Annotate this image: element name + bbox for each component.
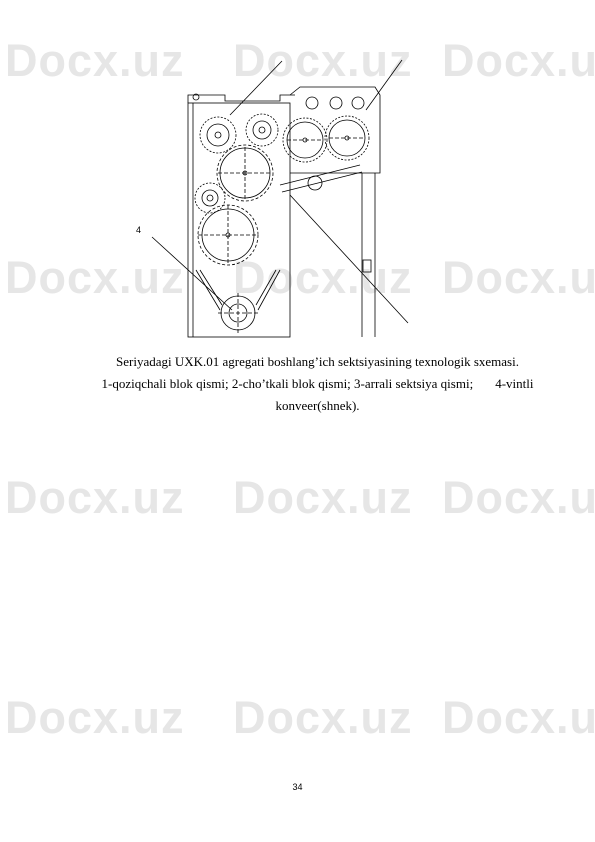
brush-drum (216, 144, 274, 202)
watermark-text: Docx.uz (5, 472, 185, 523)
saw-drum (282, 117, 328, 163)
small-roller (329, 96, 343, 110)
callout-leader (229, 60, 283, 116)
brush-drum (197, 204, 259, 266)
spiked-drum (199, 116, 237, 154)
callout-label: 4 (136, 225, 141, 235)
small-roller (307, 175, 323, 191)
watermark-text: Docx.uz (442, 252, 595, 303)
chute-line (279, 164, 361, 186)
spiked-drum (194, 182, 226, 214)
saw-drum (324, 115, 370, 161)
schematic-drawing: 4 (136, 59, 409, 338)
chute-line (281, 171, 363, 193)
screw-conveyor (218, 293, 258, 333)
watermark-text: Docx.uz (233, 692, 413, 743)
small-roller (192, 93, 200, 101)
callout-leader (365, 59, 403, 111)
watermark-text: Docx.uz (442, 472, 595, 523)
watermark-text: Docx.uz (442, 692, 595, 743)
figure-caption-legend: 1-qoziqchali blok qismi; 2-cho’tkali blo… (60, 373, 575, 417)
side-bracket (362, 259, 372, 273)
callout-leader (151, 236, 233, 311)
hopper-walls (199, 269, 277, 306)
technical-schematic-figure: 4 (130, 55, 420, 340)
legend-items: 1-qoziqchali blok qismi; 2-cho’tkali blo… (101, 376, 474, 391)
figure-caption-title: Seriyadagi UXK.01 agregati boshlang’ich … (116, 354, 519, 369)
small-roller (351, 96, 365, 110)
top-frame (187, 94, 295, 103)
watermark-text: Docx.uz (442, 35, 595, 86)
page-number: 34 (292, 782, 303, 792)
small-roller (305, 96, 319, 110)
chute-line (289, 194, 409, 324)
legend-item-screw-continued: konveer(shnek). (275, 398, 360, 413)
hopper-walls (195, 269, 281, 311)
right-upper-housing (289, 86, 381, 174)
spiked-drum (245, 113, 279, 147)
left-housing (187, 102, 291, 338)
watermark-text: Docx.uz (5, 692, 185, 743)
watermark-text: Docx.uz (233, 472, 413, 523)
legend-item-screw: 4-vintli (495, 376, 534, 391)
